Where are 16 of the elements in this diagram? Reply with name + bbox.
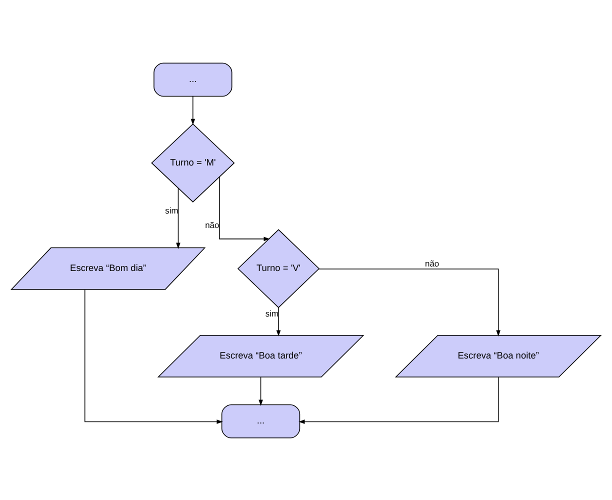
edge-label: não (425, 258, 440, 268)
arrow (318, 268, 500, 336)
edge-label: sim (265, 308, 279, 318)
arrow (298, 376, 499, 424)
arrow (190, 95, 196, 125)
node-diamond: Turno = 'V' (237, 228, 320, 308)
arrow (276, 306, 281, 336)
arrow (176, 187, 180, 248)
node-box: ... (154, 62, 232, 96)
edge-label: sim (165, 204, 178, 215)
edge-label: não (205, 219, 220, 230)
node-box: ... (221, 404, 300, 438)
arrow (258, 376, 263, 406)
arrow (84, 288, 223, 424)
arrow (219, 176, 270, 241)
node-diamond: Turno = 'M' (151, 122, 235, 202)
